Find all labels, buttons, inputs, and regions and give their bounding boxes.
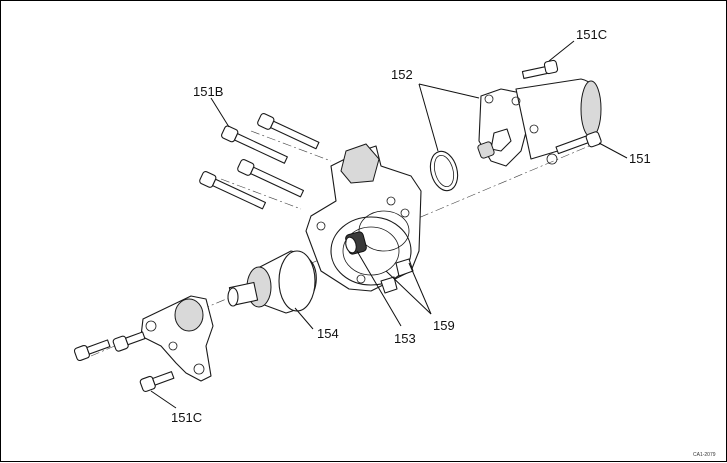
pinion-gear <box>345 231 367 255</box>
drawing-code: CA1-2079 <box>693 452 716 458</box>
callout-151: 151 <box>629 151 651 166</box>
leader-lines <box>150 40 628 409</box>
bolt-151c-top <box>521 59 559 79</box>
bolts-151b <box>199 113 320 210</box>
bolt-151 <box>546 131 602 165</box>
starter-housing <box>305 143 422 294</box>
callout-153: 153 <box>394 331 416 346</box>
bolts-151c-bottom <box>73 331 175 393</box>
starter-motor <box>477 78 602 167</box>
callout-151c-top: 151C <box>576 27 607 42</box>
end-cover <box>140 295 214 382</box>
callout-151b: 151B <box>193 84 223 99</box>
callout-159: 159 <box>433 318 455 333</box>
callout-152: 152 <box>391 67 413 82</box>
callout-154: 154 <box>317 326 339 341</box>
callout-151c-bottom: 151C <box>171 410 202 425</box>
o-ring <box>429 150 459 192</box>
starter-drive <box>227 250 317 314</box>
